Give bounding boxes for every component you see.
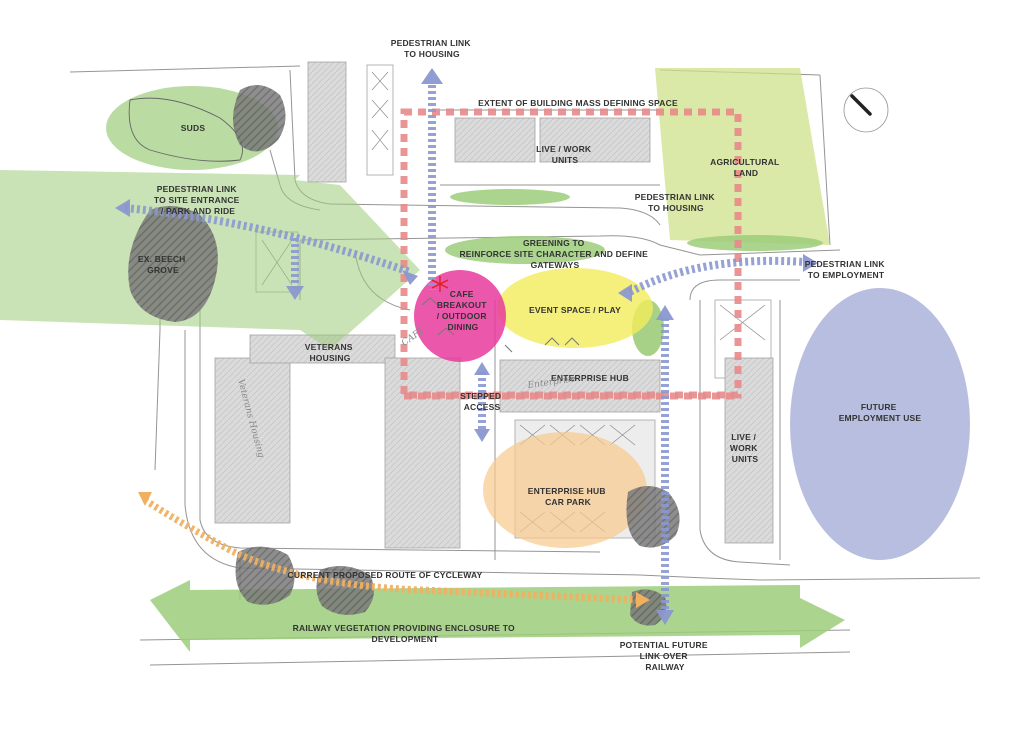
north-arrow-icon [843, 87, 889, 133]
cycleway-arrowhead-start [138, 492, 152, 506]
arrowhead-veterans [286, 286, 304, 300]
cycleway-route [143, 497, 641, 604]
pedestrian-links [124, 85, 806, 612]
event-space-zone [497, 268, 653, 348]
building-mass-extent-line [400, 108, 742, 399]
arrowhead-south-bottom [656, 610, 674, 625]
label-cycleway: CURRENT PROPOSED ROUTE OF CYCLEWAY [288, 570, 483, 580]
label-pedestrian-link-employment: PEDESTRIAN LINK TO EMPLOYMENT [805, 259, 888, 280]
cycleway-arrowhead-end [636, 592, 650, 608]
label-pedestrian-link-housing-mid: PEDESTRIAN LINK TO HOUSING [635, 192, 718, 213]
building-live-work-a [454, 117, 536, 163]
star-icon [431, 276, 449, 292]
car-park-zone [483, 432, 647, 548]
arrowhead-east-end [618, 284, 632, 302]
label-agricultural-land: AGRICULTURAL LAND [710, 157, 782, 178]
label-enterprise-hub-car-park: ENTERPRISE HUB CAR PARK [528, 486, 608, 507]
label-pedestrian-link-site-entrance: PEDESTRIAN LINK TO SITE ENTRANCE / PARK … [154, 184, 242, 216]
label-stepped-access: STEPPED ACCESS [460, 391, 504, 412]
greening-strip-north [450, 189, 570, 205]
arrowhead-south-top [656, 305, 674, 320]
pedestrian-link-west [124, 204, 412, 276]
label-live-work-right: LIVE / WORK UNITS [730, 432, 760, 464]
label-greening: GREENING TO REINFORCE SITE CHARACTER AND… [459, 238, 650, 270]
arrowhead-west-end [402, 270, 418, 285]
cafe-zone [414, 270, 506, 362]
label-cafe: CAFE BREAKOUT / OUTDOOR DINING [437, 289, 490, 332]
label-suds: SUDS [181, 123, 206, 133]
label-live-work-top: LIVE / WORK UNITS [536, 144, 594, 165]
tree-beech-grove [128, 206, 218, 322]
labels: PEDESTRIAN LINK TO HOUSING EXTENT OF BUI… [138, 38, 922, 672]
label-ex-beech-grove: EX. BEECH GROVE [138, 254, 188, 275]
arrowhead-east [803, 254, 818, 272]
pedestrian-arrowheads [115, 68, 818, 625]
label-veterans-housing: VETERANS HOUSING [305, 342, 355, 363]
label-future-link-railway: POTENTIAL FUTURE LINK OVER RAILWAY [620, 640, 711, 672]
label-enterprise-hub: ENTERPRISE HUB [551, 373, 629, 383]
greening-strip-east [687, 235, 823, 251]
label-railway-vegetation: RAILWAY VEGETATION PROVIDING ENCLOSURE T… [293, 623, 518, 644]
arrowhead-west [115, 199, 130, 217]
building-central-west [384, 357, 461, 549]
building-live-work-right [724, 357, 774, 544]
arrowhead-north [421, 68, 443, 84]
suds-pond-outline [128, 97, 243, 162]
building-veterans-housing [214, 357, 291, 524]
tree-suds [233, 85, 286, 152]
future-employment-zone [790, 288, 970, 560]
greening-strip-centre [445, 236, 605, 264]
label-event-space: EVENT SPACE / PLAY [529, 305, 621, 315]
building-block-top-left [307, 61, 347, 183]
pedestrian-link-east [628, 256, 806, 296]
label-extent-building-mass: EXTENT OF BUILDING MASS DEFINING SPACE [478, 98, 678, 108]
building-enterprise-hub [499, 359, 661, 413]
tree-car-park [626, 486, 680, 548]
building-outline-top [366, 64, 394, 176]
label-pedestrian-link-housing-top: PEDESTRIAN LINK TO HOUSING [391, 38, 474, 59]
sketch-chevrons [421, 297, 580, 353]
label-future-employment: FUTURE EMPLOYMENT USE [839, 402, 922, 423]
arrowhead-stepped-bottom [474, 429, 490, 442]
arrowhead-stepped-top [474, 362, 490, 375]
building-live-work-b [539, 117, 651, 163]
